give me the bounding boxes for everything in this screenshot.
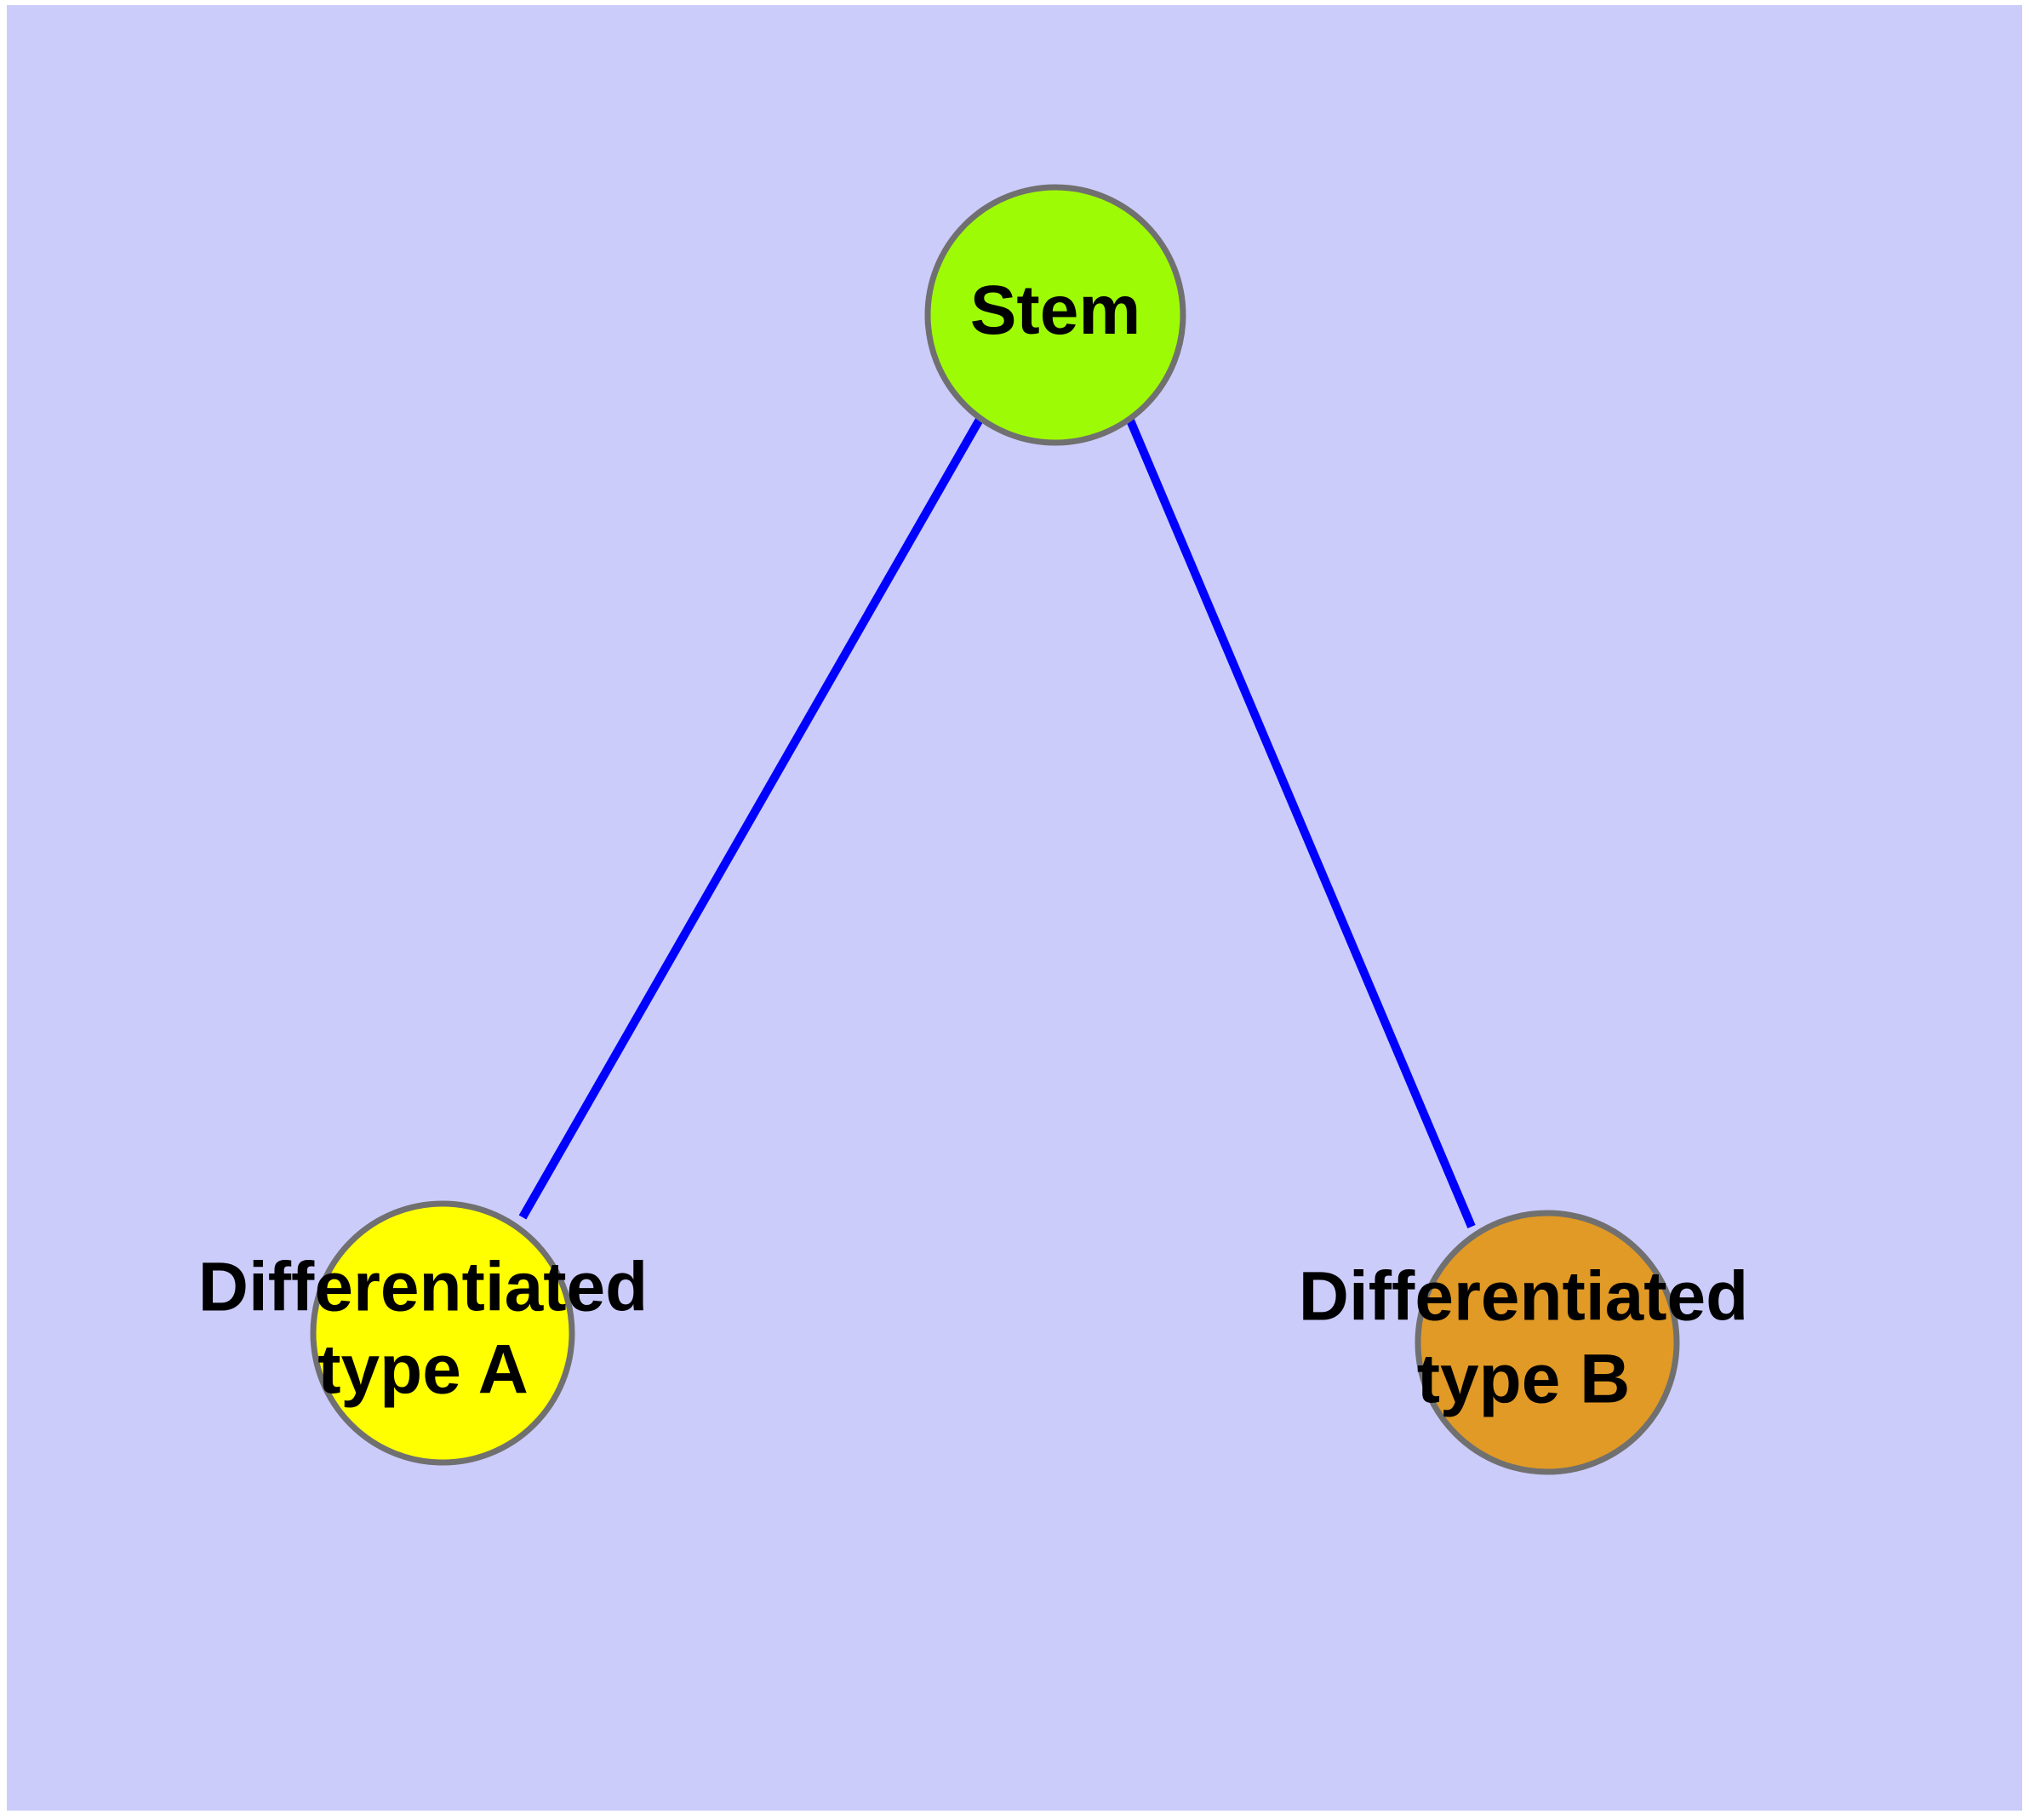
node-stem-circle[interactable] (924, 184, 1186, 446)
node-differentiated-type-a[interactable] (310, 1200, 575, 1466)
node-stem-label: Stem (970, 272, 1141, 349)
node-stem[interactable] (924, 184, 1186, 446)
node-differentiated-type-b-circle[interactable] (1415, 1210, 1680, 1475)
edge-stem-to-differentiated-type-b[interactable] (1124, 415, 1476, 1228)
edge-stem-to-differentiated-type-a[interactable] (518, 415, 985, 1220)
node-differentiated-type-b[interactable] (1415, 1210, 1680, 1475)
node-layer (310, 184, 1680, 1475)
node-differentiated-type-a-circle[interactable] (310, 1200, 575, 1466)
edge-layer (518, 415, 1476, 1228)
